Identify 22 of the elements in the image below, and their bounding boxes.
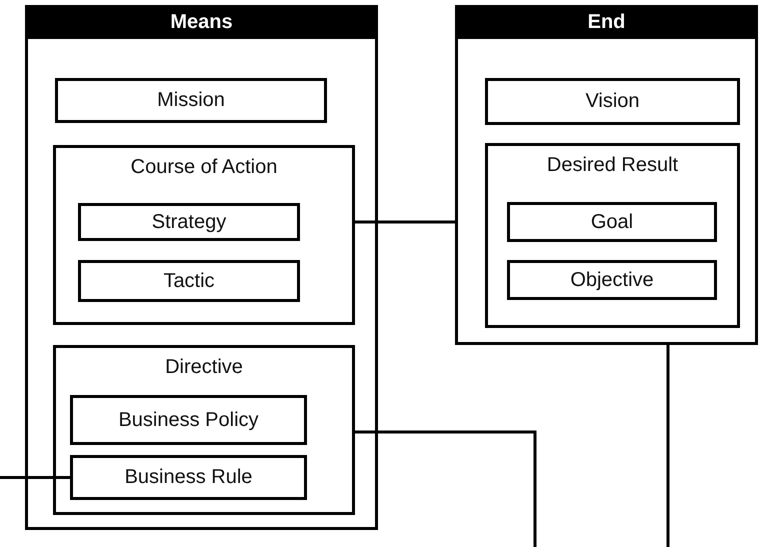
group-title: Directive bbox=[164, 356, 244, 379]
header-bar: Means bbox=[25, 5, 378, 39]
group-title: Course of Action bbox=[130, 156, 278, 179]
connector-line bbox=[0, 476, 70, 479]
connector-line bbox=[355, 220, 455, 224]
process-box: Goal bbox=[507, 202, 717, 242]
process-box: Business Rule bbox=[70, 455, 307, 500]
process-box: Strategy bbox=[78, 203, 300, 241]
process-box: Vision bbox=[485, 78, 740, 125]
group-box bbox=[53, 345, 355, 515]
connector-line bbox=[666, 345, 670, 547]
process-box: Mission bbox=[55, 78, 327, 123]
process-box: Tactic bbox=[78, 260, 300, 302]
header-bar: End bbox=[455, 5, 758, 39]
process-box: Objective bbox=[507, 260, 717, 300]
group-box bbox=[485, 143, 740, 328]
connector-line bbox=[355, 430, 536, 547]
process-box: Business Policy bbox=[70, 395, 307, 445]
panel bbox=[455, 5, 758, 345]
group-box bbox=[53, 145, 355, 325]
group-title: Desired Result bbox=[546, 154, 680, 177]
panel bbox=[25, 5, 378, 530]
